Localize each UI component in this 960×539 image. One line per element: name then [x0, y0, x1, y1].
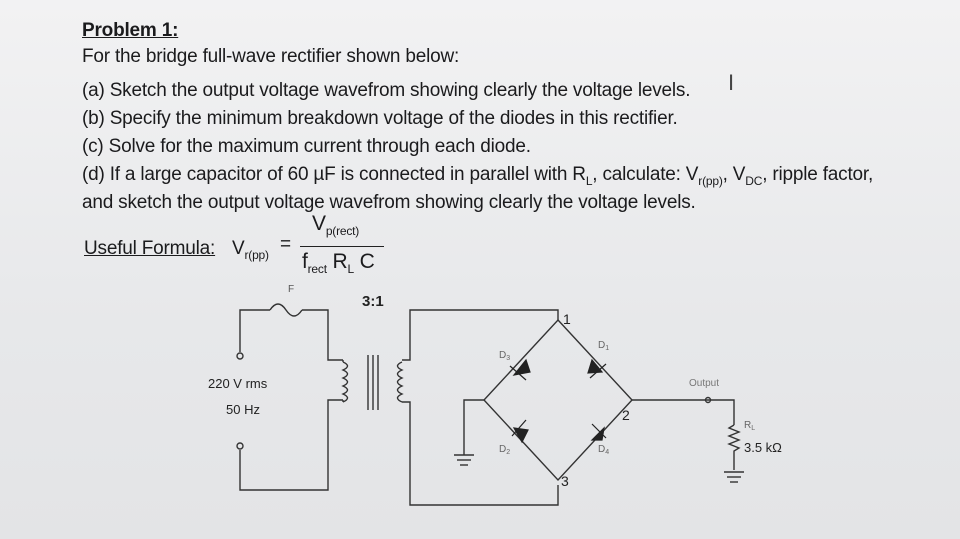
item-a: (a) Sketch the output voltage wavefrom s…: [82, 80, 691, 101]
load-resistor: [727, 424, 741, 470]
bridge-wires: [483, 318, 633, 482]
formula-den-sub: rect: [307, 262, 327, 277]
problem-title: Problem 1:: [82, 20, 179, 41]
item-d: (d) If a large capacitor of 60 µF is con…: [82, 164, 873, 188]
diode-d4-symbol: [590, 426, 605, 441]
output-wire: [632, 399, 735, 425]
item-d-text: (d) If a large capacitor of 60 µF is con…: [82, 164, 586, 185]
rl-label: RL: [744, 420, 755, 432]
source-frequency: 50 Hz: [226, 402, 260, 417]
primary-coil: [341, 361, 349, 403]
d4-label: D4: [598, 444, 609, 456]
item-d-sub-dc: DC: [745, 173, 763, 188]
turns-ratio: 3:1: [362, 293, 384, 310]
formula-den-r-sub: L: [347, 262, 354, 277]
source-terminal-top: [236, 352, 244, 360]
bridge-ground-wire: [463, 399, 484, 455]
node-1-label: 1: [563, 311, 571, 327]
d1-label: D1: [598, 340, 609, 352]
text-cursor-icon: I: [728, 70, 735, 95]
primary-bottom-wire: [239, 399, 343, 491]
item-d-continued: and sketch the output voltage wavefrom s…: [82, 192, 696, 213]
formula-lhs-sub: r(pp): [244, 247, 269, 262]
node-2-label: 2: [622, 407, 630, 423]
rl-value: 3.5 kΩ: [744, 440, 782, 455]
problem-intro: For the bridge full-wave rectifier shown…: [82, 46, 460, 67]
fuse-label: F: [288, 284, 294, 295]
formula-lhs: Vr(pp): [232, 238, 269, 262]
formula-num-sub: p(rect): [325, 224, 360, 239]
formula-den-f: f: [302, 250, 308, 273]
secondary-top-wire: [402, 309, 559, 361]
item-d-sub-rpp: r(pp): [698, 173, 723, 188]
formula-numerator: Vp(rect): [312, 212, 359, 238]
secondary-coil: [396, 361, 404, 403]
primary-top-to-coil: [302, 309, 343, 361]
formula-den-r: R: [332, 250, 348, 273]
d3-label: D3: [499, 350, 510, 362]
formula-denominator: frect RL C: [302, 250, 375, 276]
formula-lhs-v: V: [232, 238, 245, 259]
fuse-symbol: [269, 303, 303, 317]
source-voltage: 220 V rms: [208, 376, 268, 391]
item-b: (b) Specify the minimum breakdown voltag…: [82, 108, 678, 129]
fraction-bar: [300, 246, 384, 247]
secondary-bottom-wire: [402, 401, 559, 506]
formula-equals: =: [280, 234, 291, 255]
item-d-sub-l: L: [585, 173, 593, 188]
output-label: Output: [689, 378, 719, 389]
output-terminal: [704, 396, 712, 404]
d2-label: D2: [499, 444, 510, 456]
diode-d1-symbol: [587, 358, 604, 374]
item-d-tail2: , V: [722, 164, 746, 185]
item-d-tail3: , ripple factor,: [762, 164, 874, 185]
item-d-tail: , calculate: V: [592, 164, 699, 185]
diode-d3-symbol: [512, 358, 531, 376]
primary-top-wire: [239, 309, 270, 352]
formula-label: Useful Formula:: [84, 238, 216, 259]
source-terminal-bottom: [236, 442, 244, 450]
formula-den-c: C: [359, 250, 375, 273]
node-3-label: 3: [561, 473, 569, 489]
diode-d2-symbol: [512, 427, 529, 444]
formula-fraction: Vp(rect) frect RL C: [298, 212, 384, 278]
item-c: (c) Solve for the maximum current throug…: [82, 136, 531, 157]
formula-num-v: V: [312, 212, 326, 235]
